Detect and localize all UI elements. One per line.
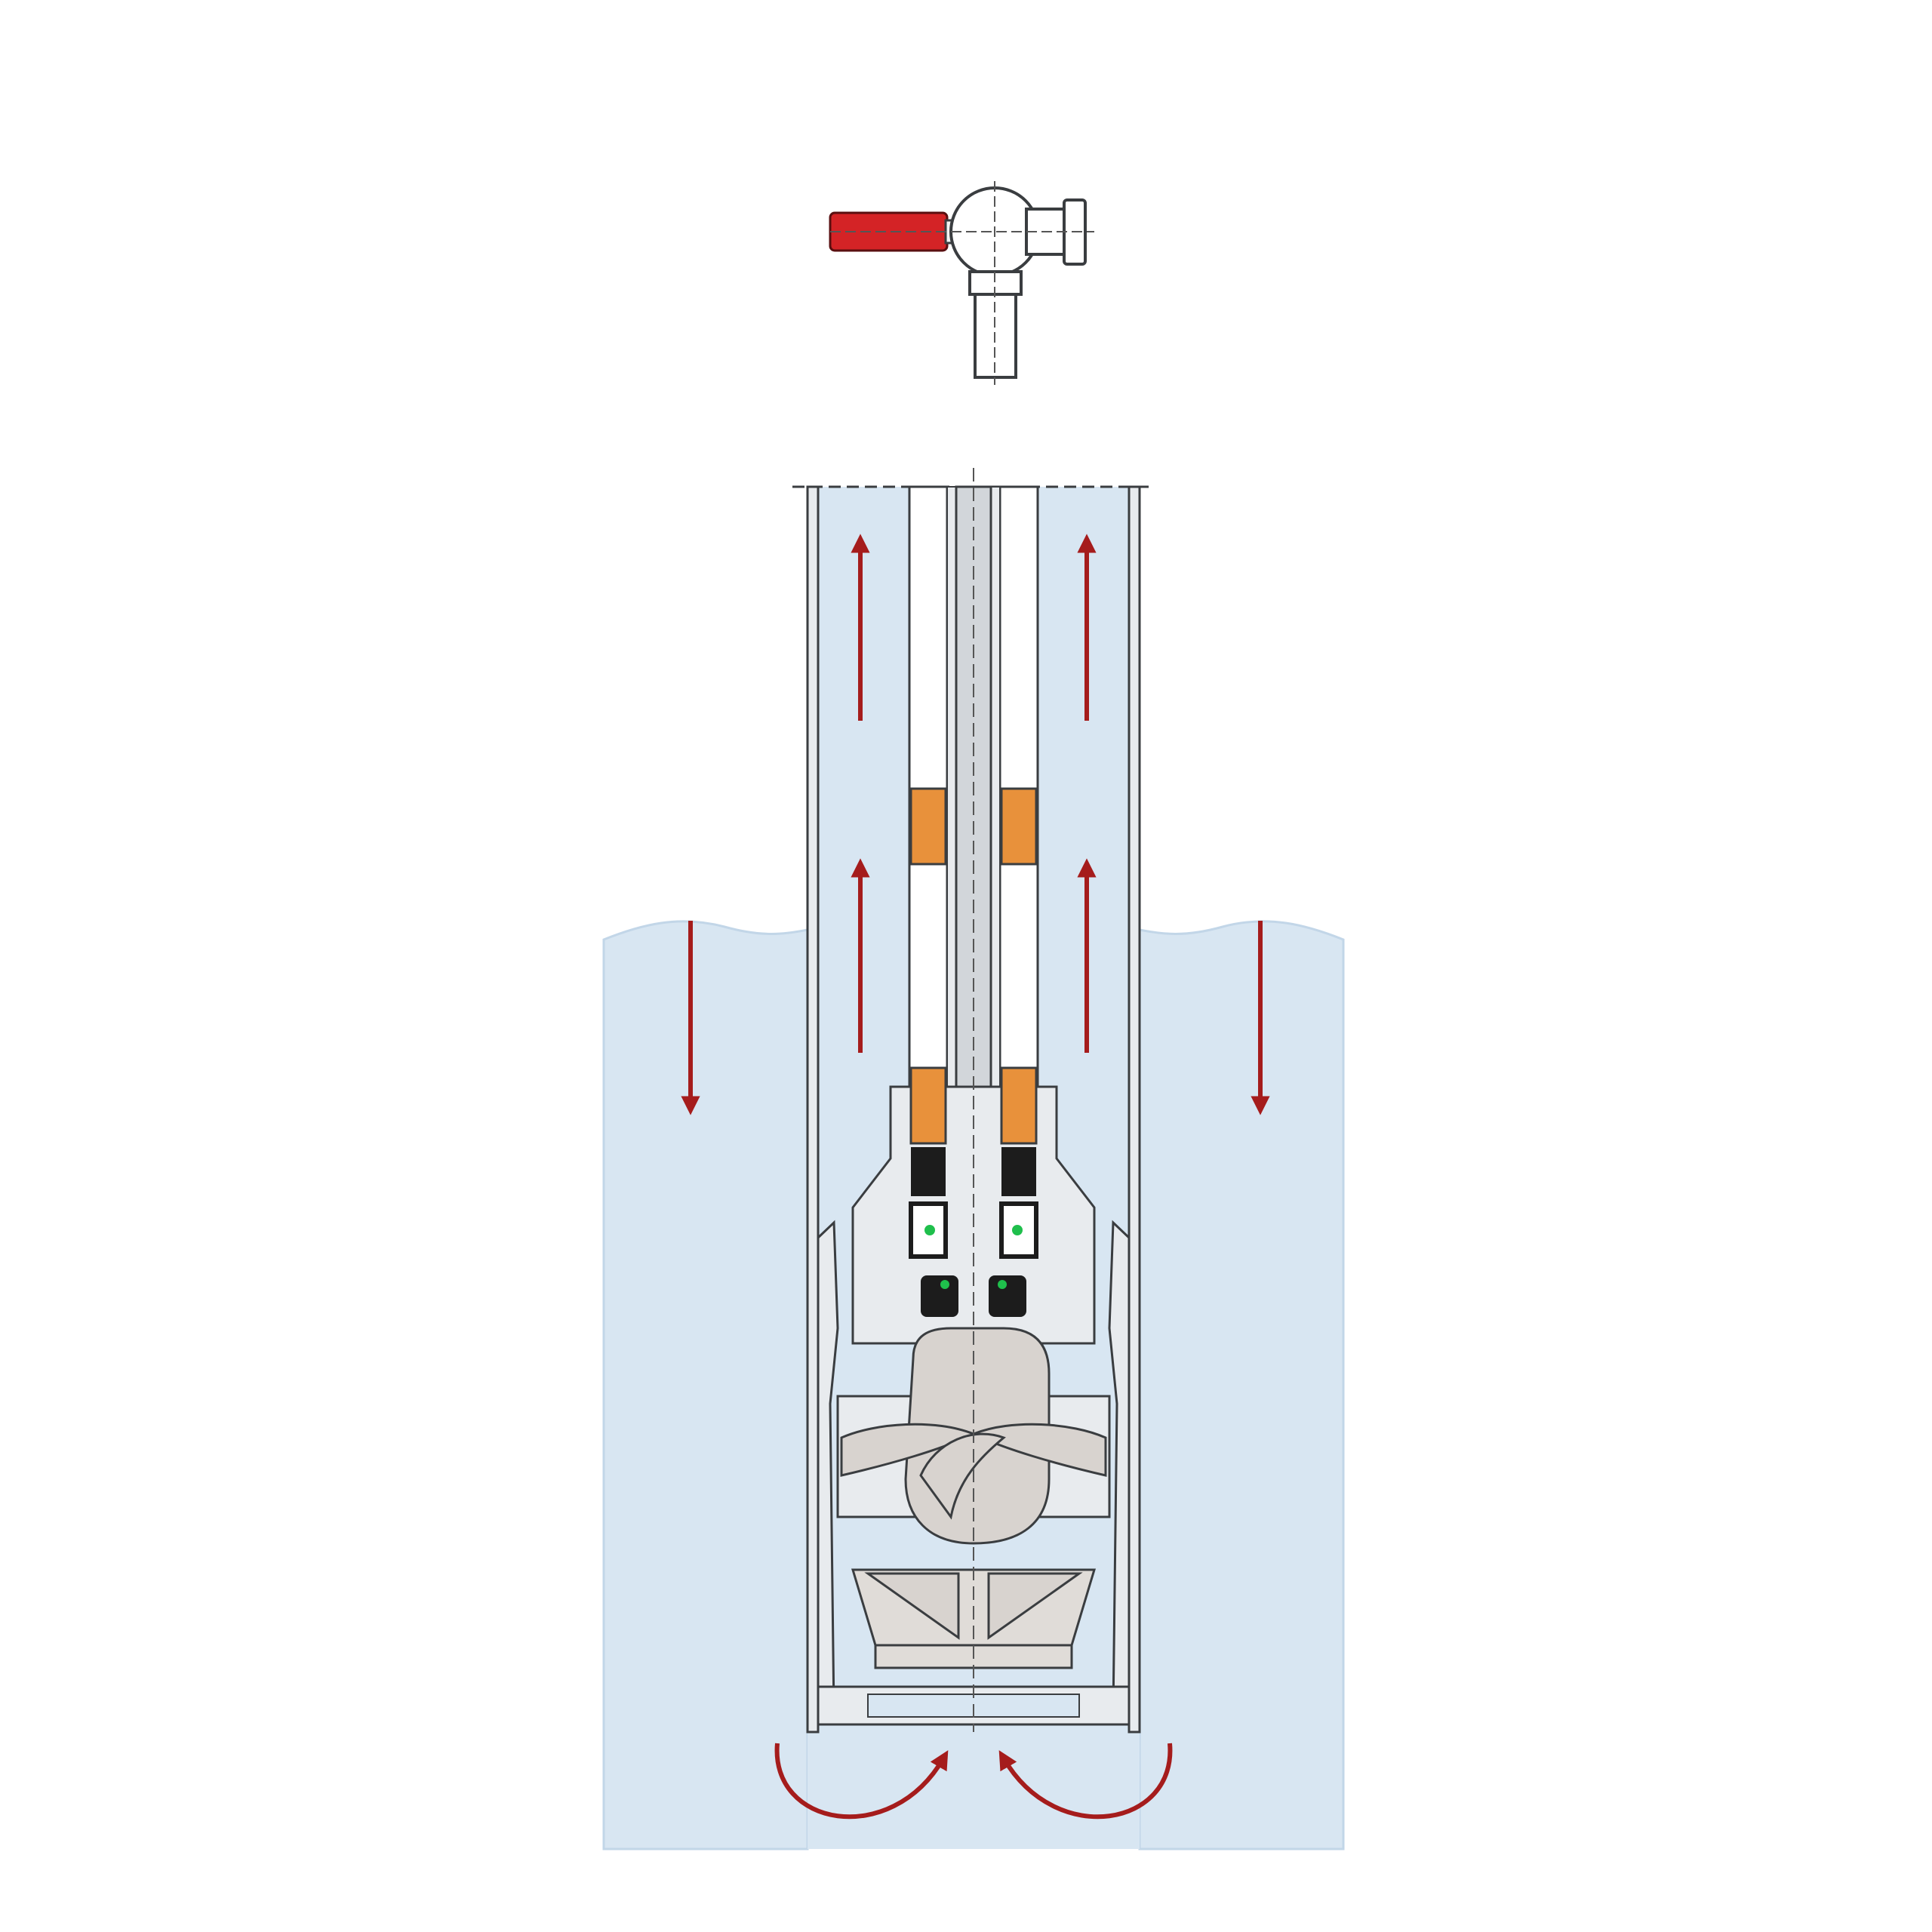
lower-seal-right bbox=[989, 1275, 1026, 1317]
o-ring-icon bbox=[924, 1225, 935, 1235]
water-body bbox=[602, 920, 809, 1850]
pipe-wall-right bbox=[1128, 485, 1141, 1734]
o-ring-right bbox=[1012, 1225, 1023, 1235]
flow-arrows bbox=[681, 534, 1270, 1820]
lower-seal-left bbox=[921, 1275, 958, 1317]
upper-bearing-left bbox=[909, 787, 947, 866]
ball-valve-icon bbox=[829, 181, 1094, 385]
mechanical-seal-icon bbox=[911, 1147, 946, 1196]
guide-bearing-icon bbox=[909, 787, 1038, 866]
impeller-blade-center bbox=[919, 1432, 1006, 1520]
screw-impeller-icon bbox=[840, 1327, 1107, 1545]
lower-bearing-left bbox=[909, 1066, 947, 1145]
lower-bearing-right bbox=[1000, 1066, 1038, 1145]
upper-bearing-right bbox=[1000, 787, 1038, 866]
o-ring-lower-right bbox=[998, 1280, 1007, 1289]
seal-ring-right bbox=[999, 1201, 1038, 1259]
diffuser-vane-right bbox=[987, 1572, 1083, 1640]
water-tank bbox=[602, 920, 1345, 1850]
flow-arrow-intake bbox=[998, 1743, 1173, 1820]
mechanical-seal-right bbox=[1001, 1147, 1036, 1196]
water-body-right bbox=[1138, 920, 1345, 1850]
diffuser-vane-left bbox=[864, 1572, 960, 1640]
water-body-bottom bbox=[808, 1728, 1140, 1849]
flow-arrow-intake bbox=[774, 1743, 949, 1820]
o-ring-lower-left bbox=[940, 1280, 949, 1289]
pipe-wall-left bbox=[806, 485, 820, 1734]
